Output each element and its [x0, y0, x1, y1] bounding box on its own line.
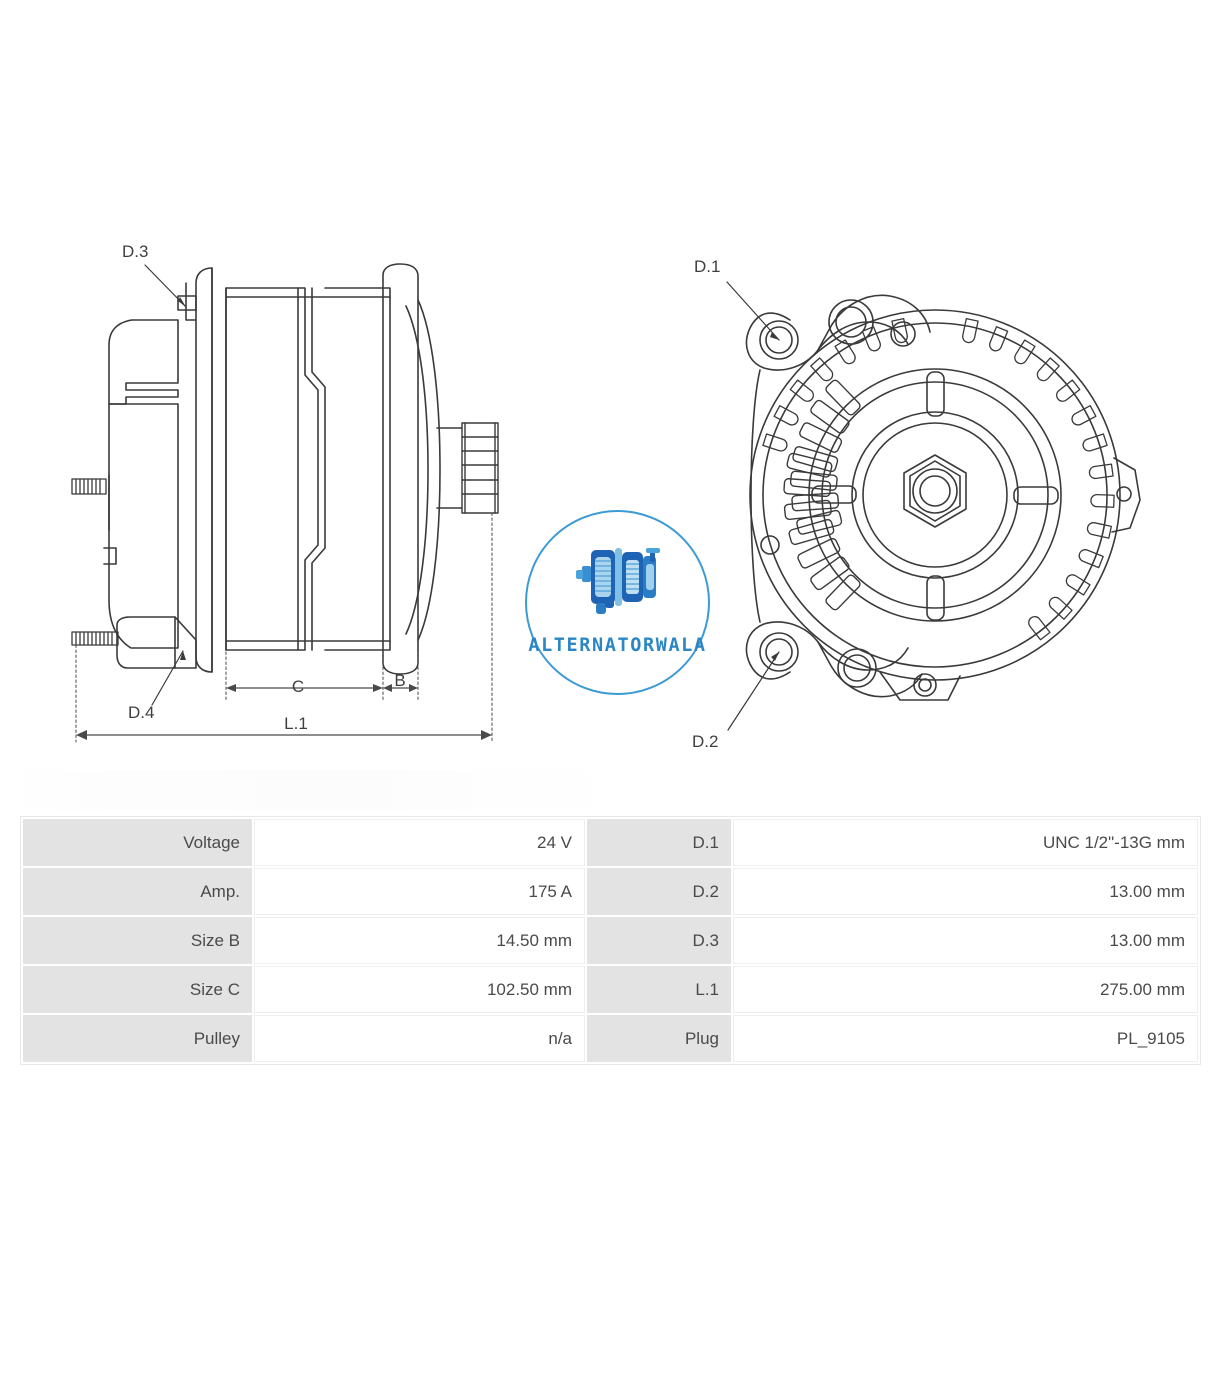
spec-value-voltage: 24 V — [254, 819, 585, 866]
brand-logo: ALTERNATORWALA — [525, 510, 710, 695]
dimension-label-b: B — [394, 671, 405, 690]
specification-table-body: Voltage 24 V D.1 UNC 1/2"-13G mm Amp. 17… — [23, 819, 1198, 1062]
spec-value-size-b: 14.50 mm — [254, 917, 585, 964]
callout-label-d1: D.1 — [694, 257, 720, 276]
spec-label-voltage: Voltage — [23, 819, 252, 866]
spec-value-plug: PL_9105 — [733, 1015, 1198, 1062]
background-artifact — [25, 770, 625, 810]
table-row: Amp. 175 A D.2 13.00 mm — [23, 868, 1198, 915]
spec-label-amp: Amp. — [23, 868, 252, 915]
spec-value-size-c: 102.50 mm — [254, 966, 585, 1013]
table-row: Voltage 24 V D.1 UNC 1/2"-13G mm — [23, 819, 1198, 866]
spec-value-d3: 13.00 mm — [733, 917, 1198, 964]
alternator-side-view — [71, 263, 499, 743]
spec-value-pulley: n/a — [254, 1015, 585, 1062]
table-row: Size B 14.50 mm D.3 13.00 mm — [23, 917, 1198, 964]
spec-label-d1: D.1 — [587, 819, 731, 866]
technical-drawings-area: D.3 D.4 D.1 D.2 C B L.1 — [71, 242, 1141, 751]
table-row: Size C 102.50 mm L.1 275.00 mm — [23, 966, 1198, 1013]
spec-label-d2: D.2 — [587, 868, 731, 915]
spec-label-size-c: Size C — [23, 966, 252, 1013]
table-row: Pulley n/a Plug PL_9105 — [23, 1015, 1198, 1062]
specification-table: Voltage 24 V D.1 UNC 1/2"-13G mm Amp. 17… — [20, 816, 1201, 1065]
drawings-svg: D.3 D.4 D.1 D.2 C B L.1 — [71, 242, 1141, 751]
spec-value-amp: 175 A — [254, 868, 585, 915]
spec-label-plug: Plug — [587, 1015, 731, 1062]
logo-brand-text: ALTERNATORWALA — [528, 635, 707, 656]
alternator-icon — [575, 548, 660, 614]
callout-label-d3: D.3 — [122, 242, 148, 261]
dimension-label-l1: L.1 — [284, 714, 308, 733]
spec-value-d1: UNC 1/2"-13G mm — [733, 819, 1198, 866]
spec-label-size-b: Size B — [23, 917, 252, 964]
spec-value-l1: 275.00 mm — [733, 966, 1198, 1013]
callout-label-d4: D.4 — [128, 703, 154, 722]
dimension-label-c: C — [292, 677, 304, 696]
spec-value-d2: 13.00 mm — [733, 868, 1198, 915]
spec-label-l1: L.1 — [587, 966, 731, 1013]
callout-label-d2: D.2 — [692, 732, 718, 751]
spec-label-d3: D.3 — [587, 917, 731, 964]
spec-label-pulley: Pulley — [23, 1015, 252, 1062]
alternator-front-view — [726, 281, 1141, 731]
